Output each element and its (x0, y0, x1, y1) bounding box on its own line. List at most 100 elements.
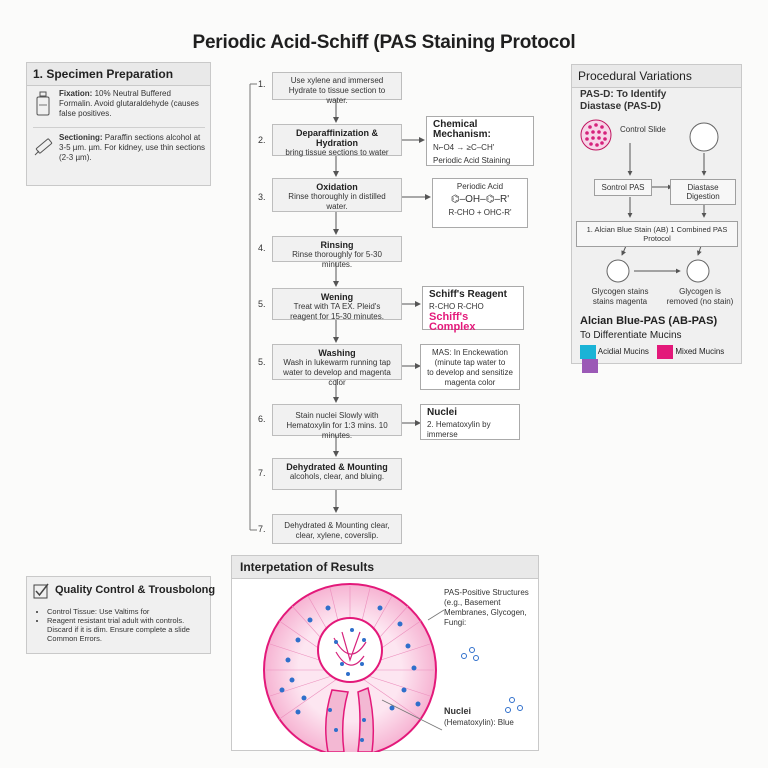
step-box: Stain nuclei Slowly with Hematoxylin for… (272, 404, 402, 440)
step-text: Wash in lukewarm running tap water to de… (283, 358, 391, 387)
results-nuclei-label: Nuclei (444, 706, 472, 716)
variations-panel: Procedural Variations PAS-D: To Identify… (571, 64, 742, 373)
fixation-text: 10% Neutral Buffered Formalin. Avoid glu… (59, 89, 199, 118)
step-box: Wening Treat with TA EX. Pleid's reagent… (272, 288, 402, 321)
nuclei-title: Nuclei (427, 407, 458, 418)
checkbox-icon (33, 583, 49, 599)
nuclei-box: Nuclei 2. Hematoxylin by immerse (420, 404, 520, 440)
step-text: Stain nuclei Slowly with Hematoxylin for… (286, 411, 388, 440)
mechanism-title: Chemical Mechanism: (433, 119, 491, 140)
sectioning-row: Sectioning: Paraffin sections alcohol at… (33, 133, 205, 175)
step-text: Rinse thoroughly for 5-30 minutes. (292, 250, 382, 269)
step-text: bring tissue sections to water (285, 148, 389, 157)
step-title: Oxidation (316, 182, 358, 192)
legend-label: Acidial Mucins (597, 347, 649, 357)
results-heading: Interpetation of Results (232, 556, 538, 579)
mechanism-box: Chemical Mechanism: N⌐O4 → ≥C–CH' Period… (426, 116, 534, 166)
quality-panel: Quality Control & Trousbolong Control Ti… (26, 576, 215, 654)
fixation-label: Fixation: (59, 89, 93, 98)
step-box: Oxidation Rinse thoroughly in distilled … (272, 178, 402, 212)
diastase-digestion-box: Diastase Digestion (670, 179, 736, 205)
pas-positive-label: PAS-Positive Structures (e.g., Basement … (444, 588, 529, 627)
step-box: Rinsing Rinse thoroughly for 5-30 minute… (272, 236, 402, 269)
pas-box: MAS: In Enckewation (minute tap water to… (420, 344, 520, 390)
mechanism-line1: N⌐O4 → ≥C–CH' (433, 143, 495, 152)
variations-diagram (580, 119, 719, 283)
schiff-complex: Schiff's Complex (429, 311, 476, 333)
acidic-mucins-swatch (580, 345, 596, 359)
step-number: 6. (258, 414, 266, 424)
step-box: Deparaffinization & Hydration bring tiss… (272, 124, 402, 157)
periodic-box: Periodic Acid ⌬–OH–⌬–R' R-CHO + OHC-R' (432, 178, 528, 228)
protocol-box: 1. Alcian Blue Stain (AB) 1 Combined PAS… (576, 221, 738, 247)
pasd-title: PAS-D: To Identify (580, 89, 667, 100)
specimen-heading: 1. Specimen Preparation (27, 63, 210, 86)
quality-heading: Quality Control & Trousbolong (55, 584, 216, 596)
periodic-line1: ⌬–OH–⌬–R' (450, 194, 510, 205)
periodic-title: Periodic Acid (456, 182, 504, 191)
mechanism-line2: Periodic Acid Staining (433, 156, 511, 165)
schiff-box: Schiff's Reagent R-CHO R-CHO Schiff's Co… (422, 286, 524, 333)
fixation-row: Fixation: 10% Neutral Buffered Formalin.… (33, 89, 205, 127)
mixed-mucins-swatch (657, 345, 674, 359)
step-number: 3. (258, 192, 266, 202)
quality-item: Reagent resistant trial adult with contr… (47, 616, 207, 643)
schiff-line1: R-CHO R-CHO (429, 302, 484, 311)
step-box: Use xylene and immersed Hydrate to tissu… (272, 72, 402, 105)
pasd-title: Diastase (PAS-D) (580, 101, 661, 112)
step-text: alcohols, clear, and bluing. (289, 472, 385, 481)
step-number: 7. (258, 468, 266, 478)
step-number: 5. (258, 299, 266, 309)
pas-line: to develop and sensitize (427, 368, 513, 377)
step-number: 4. (258, 243, 266, 253)
pas-line: MAS: In Enckewation (431, 348, 509, 357)
glycogen-left-circle (606, 259, 630, 283)
nuclei-text: 2. Hematoxylin by immerse (427, 420, 491, 439)
periodic-line2: R-CHO + OHC-R' (448, 208, 512, 217)
step-title: Washing (318, 348, 356, 358)
specimen-panel: 1. Specimen Preparation Fixation: 10% Ne… (26, 62, 211, 186)
step-title: Dehydrated & Mounting (286, 462, 388, 472)
step-text: Dehydrated & Mounting clear, clear, xyle… (284, 521, 390, 540)
control-label: Control Slide (620, 125, 666, 134)
abpas-legend: Acidial Mucins Mixed Mucins (580, 345, 740, 373)
page-title: Periodic Acid-Schiff (PAS Staining Proto… (192, 32, 576, 53)
bottle-icon (36, 91, 50, 116)
step-box: Dehydrated & Mounting clear, clear, xyle… (272, 514, 402, 544)
sectioning-text: Paraffin sections alcohol at 3-5 µm. µm.… (59, 133, 206, 162)
diastase-slide-circle (689, 122, 719, 152)
step-text: Use xylene and immersed Hydrate to tissu… (288, 76, 386, 105)
step-box: Washing Wash in lukewarm running tap wat… (272, 344, 402, 387)
step-text: Rinse thoroughly in distilled water. (288, 192, 386, 211)
results-nuclei-sub: (Hematoxylin): Blue (444, 718, 514, 727)
sontrol-pas-box: Sontrol PAS (594, 179, 652, 196)
results-panel: Interpetation of Results (231, 555, 539, 752)
quality-list: Control Tissue: Use Valtims for Reagent … (35, 607, 207, 643)
quality-header: Quality Control & Trousbolong (33, 583, 215, 603)
step-number: 1. (258, 79, 266, 89)
slide-icon (34, 138, 53, 156)
variations-heading: Procedural Variations (572, 65, 741, 88)
step-title: Rinsing (320, 240, 354, 250)
glycogen-left-label: Glycogen stains stains magenta (591, 287, 649, 306)
legend-label: Mixed Mucins (675, 347, 725, 357)
step-title: Deparaffinization & Hydration (295, 128, 378, 148)
glycogen-right-circle (686, 259, 710, 283)
quality-item: Control Tissue: Use Valtims for (47, 607, 207, 616)
step-text: Treat with TA EX. Pleid's reagent for 15… (290, 302, 384, 321)
abpas-title: Alcian Blue-PAS (AB-PAS) (580, 315, 718, 327)
step-number: 2. (258, 135, 266, 145)
schiff-title: Schiff's Reagent (429, 289, 507, 300)
abpas-sub: To Differentiate Mucins (580, 330, 682, 341)
step-title: Wening (320, 292, 354, 302)
neutral-mucins-swatch (582, 359, 598, 373)
step-number: 5. (258, 357, 266, 367)
glycogen-right-label: Glycogen is removed (no stain) (666, 287, 734, 306)
pas-line: magenta color (444, 378, 496, 387)
step-box: Dehydrated & Mounting alcohols, clear, a… (272, 458, 402, 490)
sectioning-label: Sectioning: (59, 133, 103, 142)
tissue-illustration (263, 583, 523, 752)
step-number: 7. (258, 524, 266, 534)
pas-line: (minute tap water to (434, 358, 506, 367)
glomerulus-core (317, 617, 383, 683)
